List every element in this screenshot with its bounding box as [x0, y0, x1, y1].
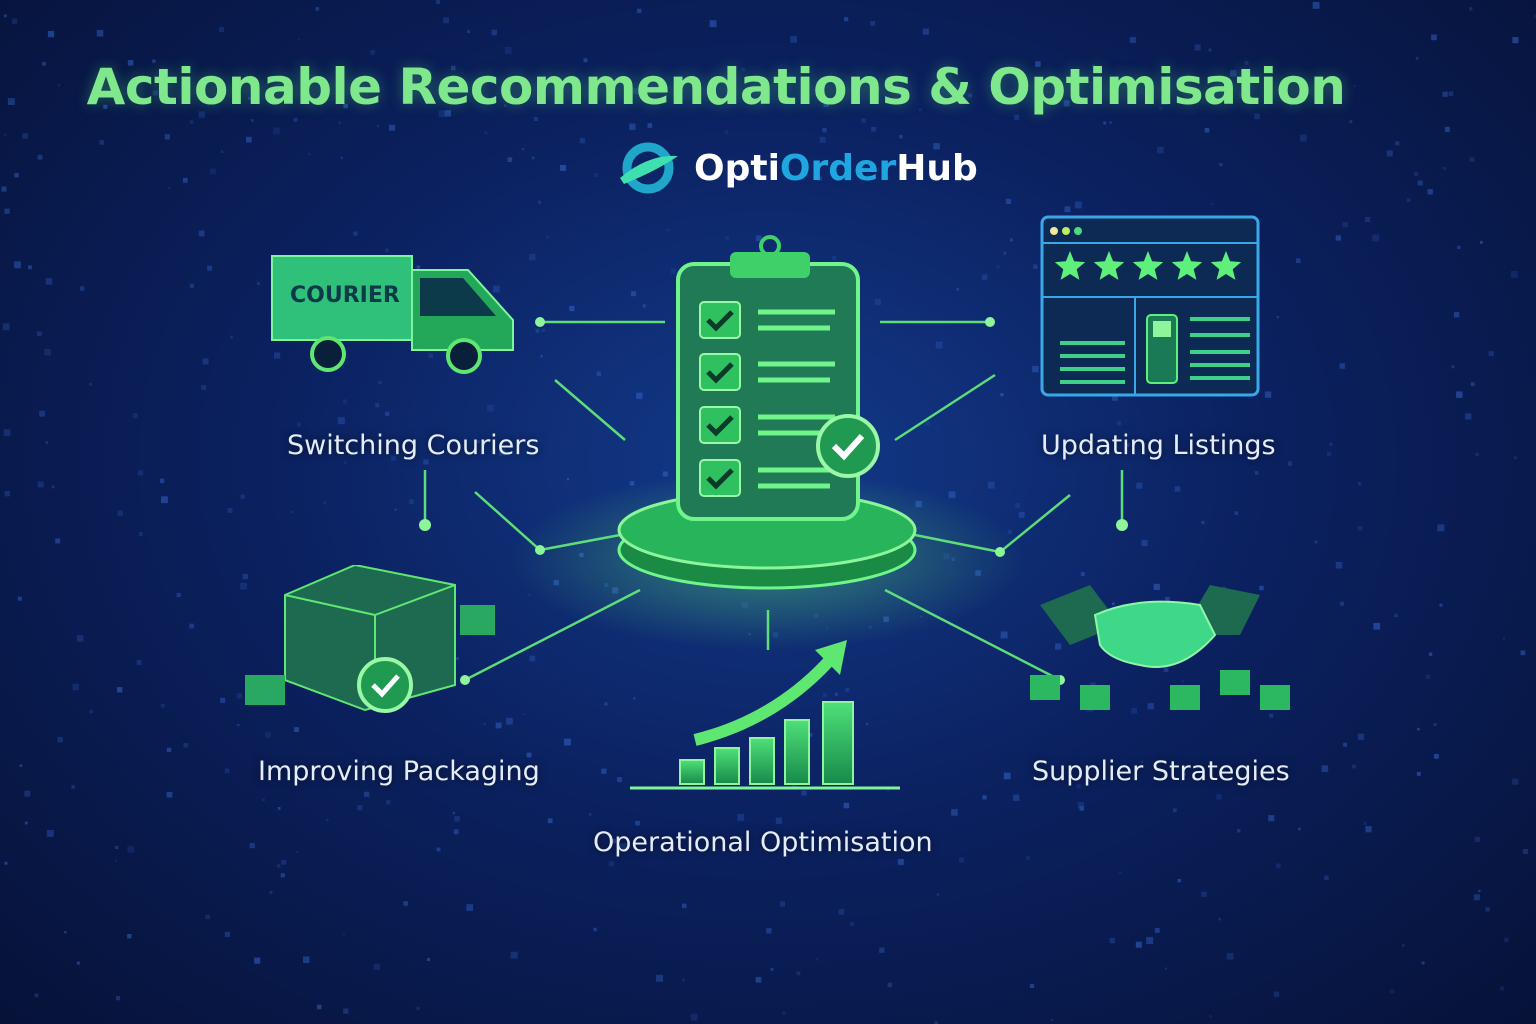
label-updating-listings: Updating Listings [1041, 430, 1276, 461]
brand-name: OptiOrderHub [694, 147, 978, 189]
star-icon [1093, 251, 1125, 280]
package-check-icon [245, 565, 495, 713]
checklist-item [699, 353, 835, 391]
page-title: Actionable Recommendations & Optimisatio… [86, 58, 1346, 116]
courier-truck-icon: COURIER [271, 255, 514, 374]
handshake-icon [1030, 585, 1290, 710]
listing-rating-icon [1040, 215, 1260, 397]
checklist-item [699, 459, 835, 497]
label-improving-packaging: Improving Packaging [258, 756, 540, 787]
label-switching-couriers: Switching Couriers [287, 430, 540, 461]
label-operational-optimisation: Operational Optimisation [593, 827, 933, 858]
star-icon [1054, 251, 1086, 280]
star-icon [1171, 251, 1203, 280]
checklist-item [699, 301, 835, 339]
checklist-clipboard-icon [676, 235, 880, 521]
star-icon [1132, 251, 1164, 280]
growth-chart-icon [630, 640, 900, 790]
truck-label: COURIER [290, 283, 400, 308]
star-icon [1210, 251, 1242, 280]
brand-logo-icon [620, 142, 678, 194]
label-supplier-strategies: Supplier Strategies [1032, 756, 1290, 787]
brand-logo: OptiOrderHub [618, 142, 978, 194]
checklist-item [699, 406, 835, 444]
